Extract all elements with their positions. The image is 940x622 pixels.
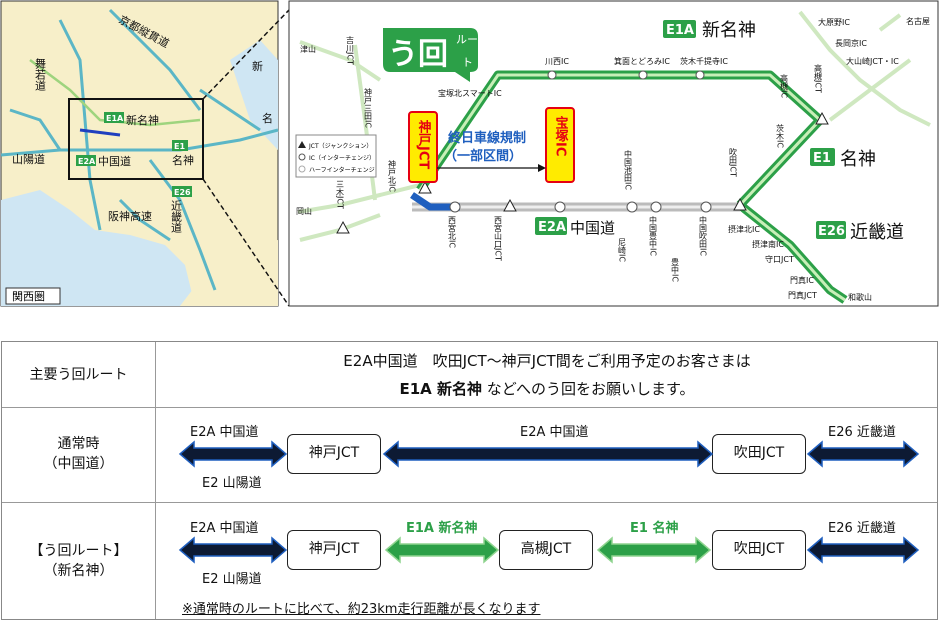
row2-left-top: E2A 中国道 bbox=[190, 425, 259, 440]
label-toyonaka: 中国豊中IC bbox=[649, 215, 658, 256]
label-suita-jct: 吹田JCT bbox=[729, 147, 738, 177]
badge-e1: E1 bbox=[813, 151, 831, 166]
label-kadoma-jct: 門真JCT bbox=[788, 290, 817, 300]
badge-e1a-small: E1A bbox=[106, 114, 124, 123]
label-kobesanda: 神戸三田IC bbox=[364, 87, 373, 128]
label-takarazukakita: 宝塚北スマートIC bbox=[438, 88, 502, 98]
row1-line1: E2A中国道 吹田JCT～神戸JCT間をご利用予定のお客さまは bbox=[343, 352, 751, 370]
legend-ic: IC（インターチェンジ） bbox=[309, 154, 375, 162]
detour-badge-sub1: ルー bbox=[456, 33, 478, 46]
row3-label1: 【う回ルート】 bbox=[29, 543, 128, 559]
row2-kobe-box: 神戸JCT bbox=[287, 434, 381, 474]
row3-mid2: E1 名神 bbox=[630, 521, 679, 536]
label-ibaraki-senri: 茨木千提寺IC bbox=[680, 56, 728, 66]
badge-e2a-small: E2A bbox=[78, 157, 96, 166]
label-minoh: 箕面とどろみIC bbox=[614, 56, 670, 66]
row3-takatsuki-box: 高槻JCT bbox=[499, 530, 593, 570]
detour-badge-sub2: ト bbox=[462, 56, 473, 69]
label-toyonaka-sub: 豊中IC bbox=[671, 257, 680, 282]
route-name-meishin: 名神 bbox=[840, 149, 876, 170]
table-arrows bbox=[178, 440, 920, 564]
row3-kobe-box: 神戸JCT bbox=[287, 530, 381, 570]
legend-jct: JCT（ジャンクション） bbox=[308, 143, 372, 150]
route-name-chugoku: 中国道 bbox=[570, 219, 615, 237]
row2-suita-box: 吹田JCT bbox=[712, 434, 806, 474]
label-settsu: 摂津北IC bbox=[728, 224, 760, 234]
label-wakayama: 和歌山 bbox=[848, 292, 872, 302]
road-label-maizuru: 舞若道 bbox=[34, 58, 47, 91]
arrow-row2-left bbox=[178, 440, 288, 468]
row3-suita-box: 吹田JCT bbox=[712, 530, 806, 570]
zoom-area-frame bbox=[68, 98, 204, 180]
arrow-row3-mid2 bbox=[596, 536, 712, 564]
detour-badge-main: う回 bbox=[388, 37, 448, 72]
label-amagasaki: 尼崎IC bbox=[618, 238, 627, 262]
row1-label: 主要う回ルート bbox=[29, 367, 128, 383]
label-nagoya: 名古屋 bbox=[906, 16, 930, 26]
label-moriguchi: 守口JCT bbox=[765, 254, 794, 264]
row3-label2: （新名神） bbox=[43, 563, 114, 579]
label-takatsuki: 高槻IC bbox=[780, 73, 789, 98]
road-label-shinmeishin: 新名神 bbox=[126, 113, 159, 127]
cutoff-label-1: 新 bbox=[252, 59, 263, 73]
arrow-row3-mid1 bbox=[384, 536, 500, 564]
badge-e1a: E1A bbox=[666, 23, 694, 38]
road-label-sanyo: 山陽道 bbox=[12, 152, 45, 166]
arrow-row2-right bbox=[806, 440, 920, 468]
arrow-row3-right bbox=[806, 536, 920, 564]
row1-line2-rest: などへのう回をお願いします。 bbox=[486, 380, 695, 398]
row1-line2: E1A 新名神 などへのう回をお願いします。 bbox=[155, 378, 939, 399]
label-suita-ic: 中国吹田IC bbox=[699, 215, 708, 256]
road-label-meishin: 名神 bbox=[172, 153, 194, 167]
badge-e2a: E2A bbox=[538, 220, 566, 235]
road-label-hanshin: 阪神高速 bbox=[108, 209, 152, 223]
badge-e26-small: E26 bbox=[174, 188, 191, 197]
arrow-row2-mid bbox=[382, 440, 714, 468]
row2-label1: 通常時 bbox=[57, 436, 100, 452]
label-oyamazaki: 大山崎JCT・IC bbox=[846, 56, 899, 66]
label-miki: 三木JCT bbox=[336, 180, 345, 209]
label-takatsuki-jct: 高槻JCT bbox=[814, 63, 823, 93]
arrow-row3-left bbox=[178, 536, 288, 564]
label-settsuminami: 摂津南IC bbox=[752, 239, 784, 249]
road-label-chugoku: 中国道 bbox=[98, 154, 131, 168]
closure-note-line2: （一部区間） bbox=[444, 148, 522, 164]
road-label-kinki: 近畿道 bbox=[170, 200, 183, 233]
label-nagaokakyo: 長岡京IC bbox=[835, 38, 867, 48]
label-tsu: 津山 bbox=[300, 44, 316, 54]
label-kadoma-ic: 門真IC bbox=[790, 275, 814, 285]
label-yoshikawa: 吉川JCT bbox=[346, 36, 355, 65]
label-okayama: 岡山 bbox=[296, 206, 312, 216]
badge-e1-small: E1 bbox=[174, 142, 185, 151]
row3-note: ※通常時のルートに比べて、約23km走行距離が長くなります bbox=[182, 602, 541, 617]
legend-half: ハーフインターチェンジ bbox=[309, 166, 375, 174]
row1-line2-bold: E1A 新名神 bbox=[399, 380, 482, 398]
row2-label2: （中国道） bbox=[43, 456, 114, 472]
closure-note-line1: 終日車線規制 bbox=[448, 130, 526, 146]
highlight-kobe-jct: 神戸JCT bbox=[416, 119, 432, 169]
row3-right: E26 近畿道 bbox=[828, 521, 896, 536]
area-label: 関西圏 bbox=[12, 290, 45, 303]
cutoff-label-2: 名 bbox=[262, 111, 273, 125]
row2-left-bottom: E2 山陽道 bbox=[202, 476, 262, 491]
label-nishinomiyayamaguchi: 西宮山口JCT bbox=[494, 216, 503, 261]
detour-table: 主要う回ルート E2A中国道 吹田JCT～神戸JCT間をご利用予定のお客さまは … bbox=[1, 341, 938, 620]
row2-mid: E2A 中国道 bbox=[520, 425, 589, 440]
label-kawanishi: 川西IC bbox=[545, 57, 569, 66]
label-nishinomiyakita: 西宮北IC bbox=[448, 216, 457, 248]
label-oharano: 大原野IC bbox=[818, 17, 850, 27]
route-name-shinmeishin: 新名神 bbox=[702, 20, 756, 41]
row2-right: E26 近畿道 bbox=[828, 425, 896, 440]
highlight-takarazuka-ic: 宝塚IC bbox=[553, 115, 569, 156]
row3-left-top: E2A 中国道 bbox=[190, 521, 259, 536]
route-name-kinki: 近畿道 bbox=[850, 222, 904, 243]
detail-map: う回 ルー ト E1A 新名神 E1 名神 E2A 中国道 E26 近畿道 神戸… bbox=[288, 0, 939, 307]
label-ikeda: 中国池田IC bbox=[624, 149, 633, 190]
badge-e26: E26 bbox=[818, 224, 845, 239]
label-ibaraki: 茨木IC bbox=[776, 123, 785, 148]
row3-mid1: E1A 新名神 bbox=[406, 521, 478, 536]
label-kobekita: 神戸北IC bbox=[388, 159, 397, 192]
row3-left-bottom: E2 山陽道 bbox=[202, 572, 262, 587]
regional-map: 京都縦貫道 舞若道 新名神 山陽道 中国道 名神 阪神高速 近畿道 新 名 E1… bbox=[0, 0, 290, 307]
